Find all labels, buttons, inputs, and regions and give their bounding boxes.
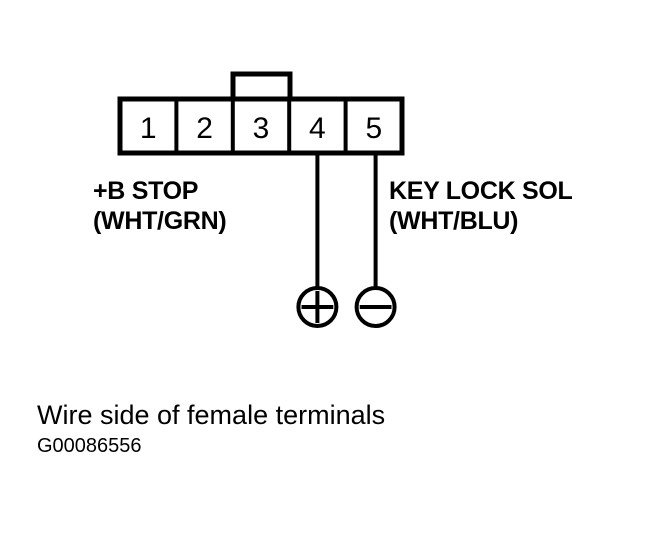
pin-number-3: 3 bbox=[253, 112, 270, 145]
pin-number-4: 4 bbox=[309, 112, 326, 145]
pin-number-5: 5 bbox=[365, 112, 382, 145]
wire-label-left-color: (WHT/GRN) bbox=[93, 207, 227, 235]
figure-id: G00086556 bbox=[37, 435, 142, 457]
caption-text: Wire side of female terminals bbox=[37, 400, 386, 430]
wire-label-right: KEY LOCK SOL (WHT/BLU) bbox=[389, 176, 573, 236]
wire-label-left: +B STOP (WHT/GRN) bbox=[93, 176, 227, 236]
connector-body-outline bbox=[117, 96, 405, 156]
wire-label-right-color: (WHT/BLU) bbox=[389, 207, 519, 235]
caption-block: Wire side of female terminals G00086556 bbox=[37, 399, 385, 458]
wire-label-left-signal: +B STOP bbox=[93, 177, 199, 205]
pin-number-1: 1 bbox=[140, 112, 157, 145]
pin-number-2: 2 bbox=[196, 112, 213, 145]
wire-label-right-signal: KEY LOCK SOL bbox=[389, 177, 573, 205]
